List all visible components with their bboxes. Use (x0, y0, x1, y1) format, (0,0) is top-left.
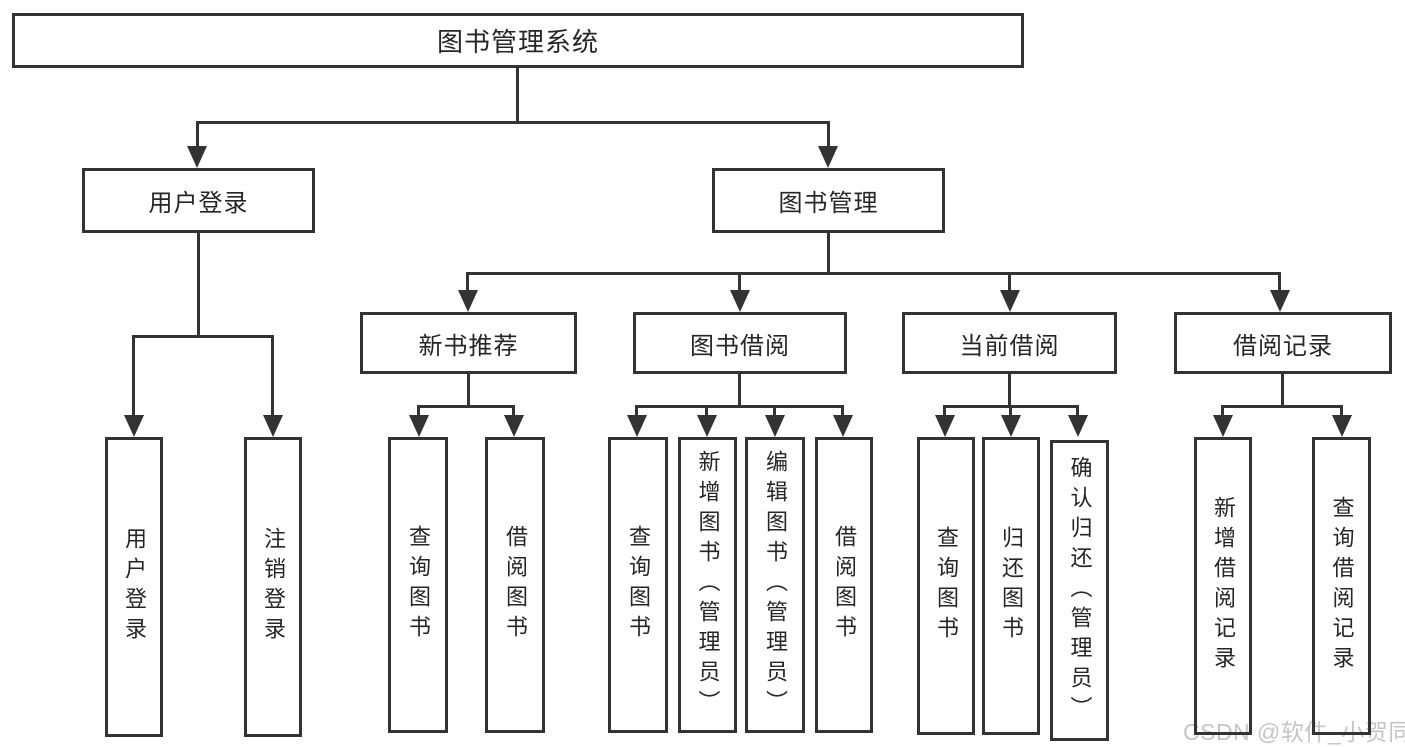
connector-g3-stem (738, 374, 741, 407)
connector-g4-stem (1008, 374, 1011, 407)
leaf-user-login-label: 用户登录 (122, 527, 147, 647)
leaf-bb-add-book-admin-label: 新增图书（管理员） (695, 450, 721, 720)
leaf-logout-login-label: 注销登录 (261, 527, 286, 647)
leaf-cb-return-book-label: 归还图书 (999, 526, 1024, 646)
leaf-logout-login: 注销登录 (244, 437, 302, 737)
arrowhead-new-book-recommendation (458, 290, 478, 312)
node-current-borrowing: 当前借阅 (902, 312, 1117, 374)
leaf-cb-query-book-label: 查询图书 (934, 526, 959, 646)
leaf-br-query-record: 查询借阅记录 (1312, 437, 1371, 735)
arrowhead-br-query-record (1332, 415, 1352, 437)
arrowhead-cb-return-book (1001, 415, 1021, 437)
connector-l2-drop-3 (1008, 272, 1011, 292)
leaf-cb-confirm-return-admin: 确认归还（管理员） (1050, 440, 1109, 741)
connector-g1-hline (132, 335, 273, 338)
arrowhead-cb-confirm-return (1068, 415, 1088, 437)
connector-l1-drop-right (827, 121, 830, 148)
connector-l1-hline (196, 121, 830, 124)
connector-g5-hline (1221, 405, 1343, 408)
node-book-borrowing: 图书借阅 (633, 312, 847, 374)
arrowhead-current-borrowing (1000, 290, 1020, 312)
connector-g5-stem (1281, 374, 1284, 407)
connector-g5-drop-1 (1221, 405, 1224, 417)
leaf-br-add-record-label: 新增借阅记录 (1211, 496, 1236, 676)
connector-bookmgmt-stem (827, 233, 830, 274)
leaf-nbr-query-book: 查询图书 (388, 437, 448, 733)
node-borrowing-records: 借阅记录 (1174, 312, 1392, 374)
connector-g2-hline (417, 405, 515, 408)
leaf-cb-return-book: 归还图书 (982, 437, 1040, 735)
arrowhead-user-login (187, 146, 207, 168)
leaf-nbr-borrow-book: 借阅图书 (485, 437, 545, 733)
connector-l2-drop-1 (466, 272, 469, 292)
connector-g4-drop-1 (943, 405, 946, 417)
arrowhead-bb-borrow-book (833, 415, 853, 437)
leaf-bb-borrow-book-label: 借阅图书 (832, 525, 857, 645)
arrowhead-nbr-borrow-book (504, 415, 524, 437)
arrowhead-br-add-record (1213, 415, 1233, 437)
arrowhead-borrowing-records (1270, 290, 1290, 312)
connector-g4-drop-2 (1009, 405, 1012, 417)
node-book-management: 图书管理 (712, 168, 945, 233)
leaf-cb-confirm-return-admin-label: 确认归还（管理员） (1067, 455, 1093, 726)
leaf-bb-query-book: 查询图书 (608, 437, 668, 733)
connector-g1-drop-1 (132, 335, 135, 417)
arrowhead-leaf-logout (263, 415, 283, 437)
connector-g4-drop-3 (1076, 405, 1079, 417)
leaf-bb-edit-book-admin-label: 编辑图书（管理员） (763, 450, 788, 720)
leaf-br-add-record: 新增借阅记录 (1194, 437, 1252, 735)
connector-g3-drop-1 (635, 405, 638, 417)
connector-root-stem (516, 68, 519, 123)
leaf-cb-query-book: 查询图书 (917, 437, 975, 735)
arrowhead-bb-edit-book (765, 415, 785, 437)
leaf-br-query-record-label: 查询借阅记录 (1329, 496, 1355, 676)
leaf-user-login: 用户登录 (105, 437, 163, 737)
connector-g3-hline (635, 405, 844, 408)
csdn-watermark: CSDN @软件_小贺同学 (1183, 719, 1405, 745)
node-new-book-recommendation: 新书推荐 (360, 312, 577, 374)
connector-l2-drop-2 (738, 272, 741, 292)
arrowhead-bb-query-book (627, 415, 647, 437)
leaf-bb-borrow-book: 借阅图书 (815, 437, 873, 733)
arrowhead-leaf-user-login (124, 415, 144, 437)
leaf-bb-query-book-label: 查询图书 (626, 525, 651, 645)
leaf-nbr-borrow-book-label: 借阅图书 (503, 525, 528, 645)
connector-l2-drop-4 (1278, 272, 1281, 292)
leaf-bb-edit-book-admin: 编辑图书（管理员） (745, 437, 805, 733)
connector-g2-drop-1 (417, 405, 420, 417)
connector-g3-drop-2 (705, 405, 708, 417)
connector-l1-drop-left (196, 121, 199, 148)
connector-g2-drop-2 (512, 405, 515, 417)
leaf-bb-add-book-admin: 新增图书（管理员） (678, 437, 737, 733)
connector-g1-drop-2 (271, 335, 274, 417)
connector-g5-drop-2 (1340, 405, 1343, 417)
connector-g3-drop-3 (773, 405, 776, 417)
arrowhead-book-borrowing (730, 290, 750, 312)
node-user-login: 用户登录 (82, 168, 315, 233)
connector-g2-stem (467, 374, 470, 407)
arrowhead-bb-add-book (697, 415, 717, 437)
arrowhead-book-management (818, 146, 838, 168)
arrowhead-nbr-query-book (409, 415, 429, 437)
connector-l2-hline (466, 272, 1281, 275)
connector-g3-drop-4 (841, 405, 844, 417)
arrowhead-cb-query-book (935, 415, 955, 437)
leaf-nbr-query-book-label: 查询图书 (406, 525, 431, 645)
connector-userlogin-stem (197, 233, 200, 337)
node-root: 图书管理系统 (12, 13, 1024, 68)
